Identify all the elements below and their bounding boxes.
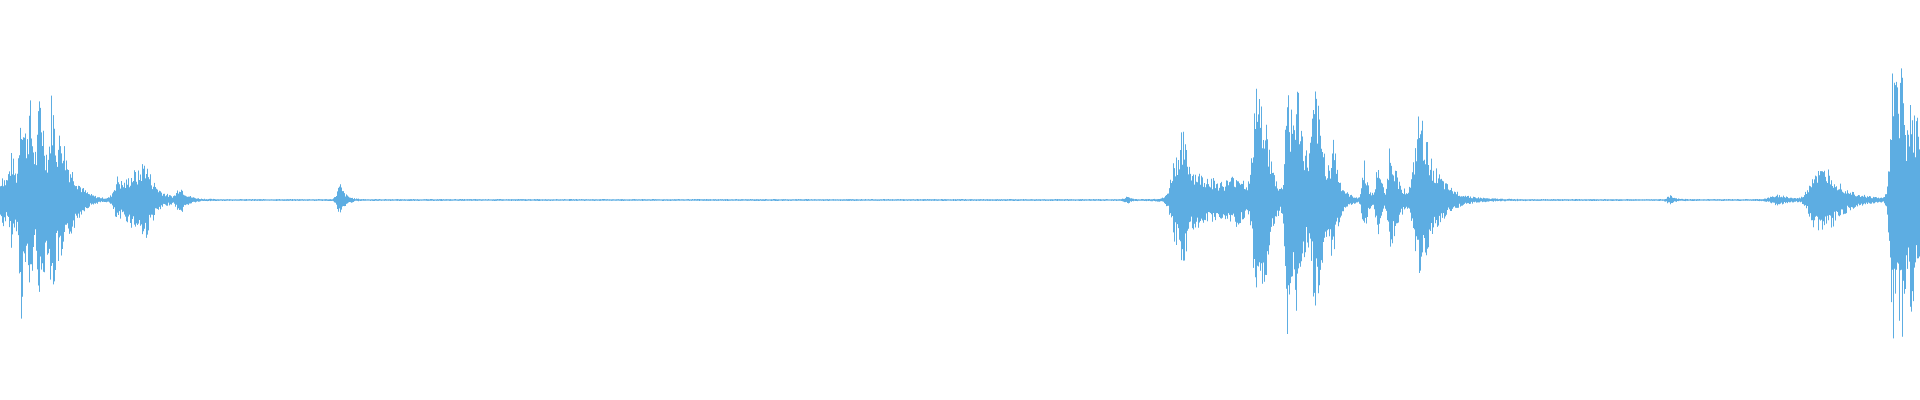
waveform-path (0, 68, 1920, 339)
